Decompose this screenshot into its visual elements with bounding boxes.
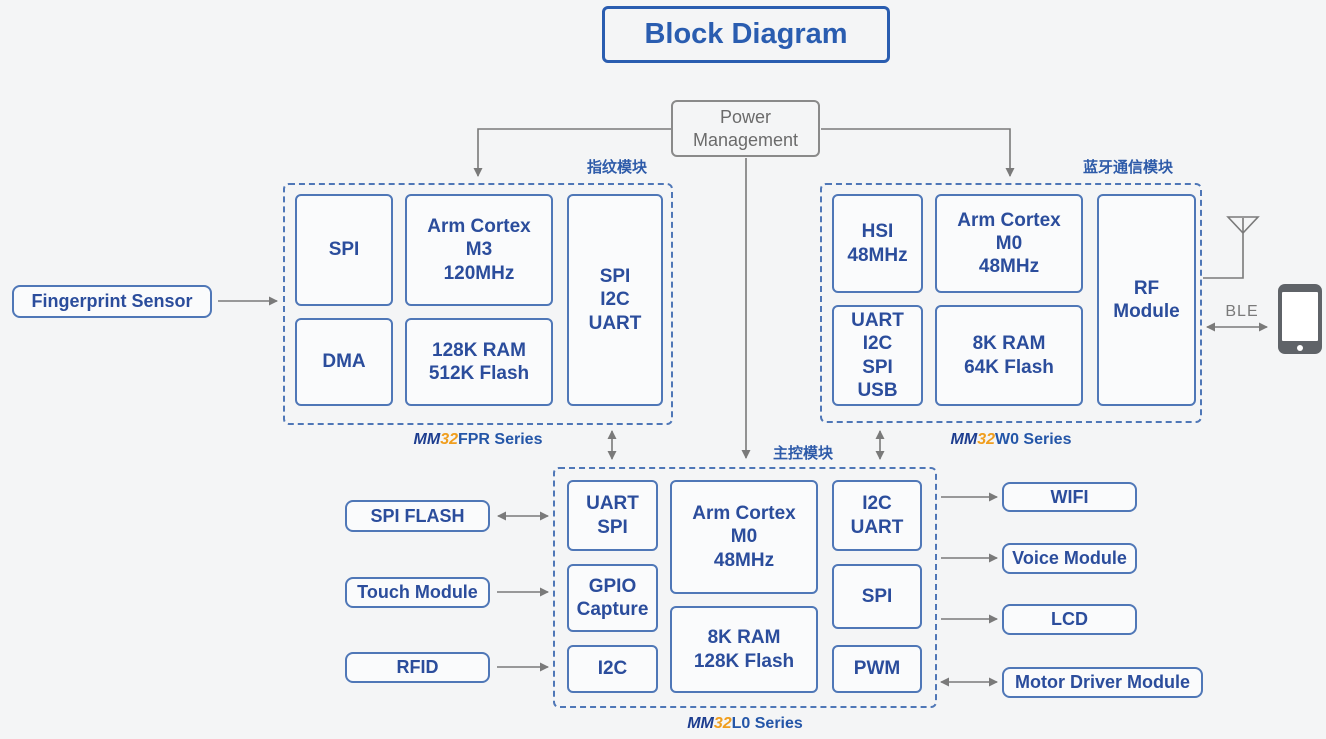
main-i2c-block: I2C — [567, 645, 658, 693]
series-rest: W0 Series — [994, 431, 1072, 448]
series-num: 32 — [713, 715, 732, 732]
fingerprint-dma-block: DMA — [295, 318, 393, 406]
fingerprint-peripherals-block: SPI I2C UART — [567, 194, 663, 406]
wifi-box: WIFI — [1002, 482, 1137, 512]
motor-driver-box: Motor Driver Module — [1002, 667, 1203, 698]
spi-flash-box: SPI FLASH — [345, 500, 490, 532]
voice-module-box: Voice Module — [1002, 543, 1137, 574]
fingerprint-sensor-box: Fingerprint Sensor — [12, 285, 212, 318]
bluetooth-hsi-block: HSI 48MHz — [832, 194, 923, 293]
arrow-power-to-fingerprint — [473, 128, 671, 177]
bluetooth-module-group — [820, 183, 1202, 423]
main-uart-spi-block: UART SPI — [567, 480, 658, 551]
fingerprint-spi-block: SPI — [295, 194, 393, 306]
main-pwm-block: PWM — [832, 645, 922, 693]
phone-home-button — [1297, 345, 1303, 351]
bluetooth-rf-block: RF Module — [1097, 194, 1196, 406]
bluetooth-cpu-block: Arm Cortex M0 48MHz — [935, 194, 1083, 293]
ble-label: BLE — [1225, 303, 1259, 320]
bluetooth-peripherals-block: UART I2C SPI USB — [832, 305, 923, 406]
fingerprint-module-tag: 指纹模块 — [587, 159, 648, 176]
main-cpu-block: Arm Cortex M0 48MHz — [670, 480, 818, 594]
smartphone-icon — [1278, 284, 1322, 354]
main-gpio-capture-block: GPIO Capture — [567, 564, 658, 632]
series-rest: L0 Series — [731, 715, 803, 732]
main-memory-block: 8K RAM 128K Flash — [670, 606, 818, 693]
main-module-group — [553, 467, 937, 708]
fingerprint-cpu-block: Arm Cortex M3 120MHz — [405, 194, 553, 306]
rfid-box: RFID — [345, 652, 490, 683]
series-rest: FPR Series — [457, 431, 543, 448]
touch-module-box: Touch Module — [345, 577, 490, 608]
bluetooth-module-tag: 蓝牙通信模块 — [1083, 159, 1174, 176]
lcd-box: LCD — [1002, 604, 1137, 635]
series-num: 32 — [440, 431, 458, 448]
main-module-tag: 主控模块 — [773, 445, 834, 462]
series-mm: MM — [950, 431, 978, 448]
bluetooth-memory-block: 8K RAM 64K Flash — [935, 305, 1083, 406]
fingerprint-module-group — [283, 183, 673, 425]
bluetooth-series-label: MM32W0 Series — [911, 431, 1111, 449]
series-num: 32 — [977, 431, 995, 448]
main-i2c-uart-block: I2C UART — [832, 480, 922, 551]
fingerprint-memory-block: 128K RAM 512K Flash — [405, 318, 553, 406]
antenna-icon — [1203, 216, 1260, 279]
phone-screen — [1282, 292, 1318, 341]
main-series-label: MM32L0 Series — [645, 715, 845, 733]
series-mm: MM — [687, 715, 714, 732]
fingerprint-series-label: MM32FPR Series — [378, 431, 578, 449]
series-mm: MM — [413, 431, 441, 448]
arrow-power-to-bluetooth — [821, 128, 1015, 177]
power-management-box: Power Management — [671, 100, 820, 157]
main-spi-block: SPI — [832, 564, 922, 629]
page-title: Block Diagram — [602, 6, 890, 63]
